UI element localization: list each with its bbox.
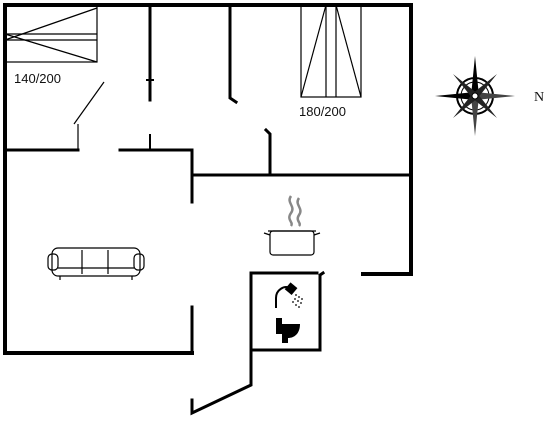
walls	[3, 3, 413, 416]
compass-rose-icon	[435, 56, 515, 136]
cooking-pot-icon	[263, 195, 321, 256]
pot-body	[269, 230, 315, 256]
door-bedroom-1	[73, 81, 105, 125]
compass-point-se	[472, 93, 497, 118]
toilet-bowl	[282, 324, 300, 343]
steam-1	[288, 195, 294, 227]
bedroom-2-wall-stub	[263, 127, 272, 177]
pot-handle-right	[313, 232, 321, 236]
bed-1-label: 140/200	[14, 71, 61, 86]
shower-head	[284, 282, 298, 296]
exterior-wall-left-bottom	[3, 3, 194, 355]
doors	[73, 81, 105, 150]
bed-diagonal-2	[335, 4, 362, 98]
pot-handle-left	[263, 232, 271, 236]
compass-point-nw	[453, 74, 478, 99]
entrance-wall	[190, 348, 253, 416]
sofa-arm-right	[133, 253, 145, 271]
compass-point-sw	[453, 93, 478, 118]
sofa-arm-left	[47, 253, 59, 271]
compass-point-e	[475, 92, 515, 100]
compass-point-w	[435, 92, 475, 100]
bed-diagonal-2	[4, 33, 98, 63]
bed-frame	[300, 4, 362, 98]
compass-point-n	[471, 56, 479, 96]
bed-2-label: 180/200	[299, 104, 346, 119]
bedroom-2-wall-left	[228, 3, 239, 105]
exterior-wall-top-right	[3, 3, 413, 276]
toilet-tank	[276, 318, 282, 334]
shower-icon	[275, 282, 303, 308]
compass-point-ne	[472, 74, 497, 99]
bed-diagonal-1	[4, 7, 98, 41]
compass-center	[471, 92, 479, 100]
bed-diagonal-1	[300, 4, 327, 98]
bed-180-200-icon	[300, 4, 362, 98]
toilet-icon	[276, 318, 300, 343]
compass-north-label: N	[534, 90, 544, 105]
shower-drops	[292, 294, 303, 308]
bed-140-200-icon	[4, 4, 98, 63]
bathroom-wall-top-left	[249, 271, 319, 352]
sofa-body	[51, 247, 141, 277]
compass-point-s	[471, 96, 479, 136]
steam-2	[296, 197, 302, 227]
sofa-icon	[47, 247, 145, 280]
bathroom-wall-right-bottom	[249, 270, 326, 352]
